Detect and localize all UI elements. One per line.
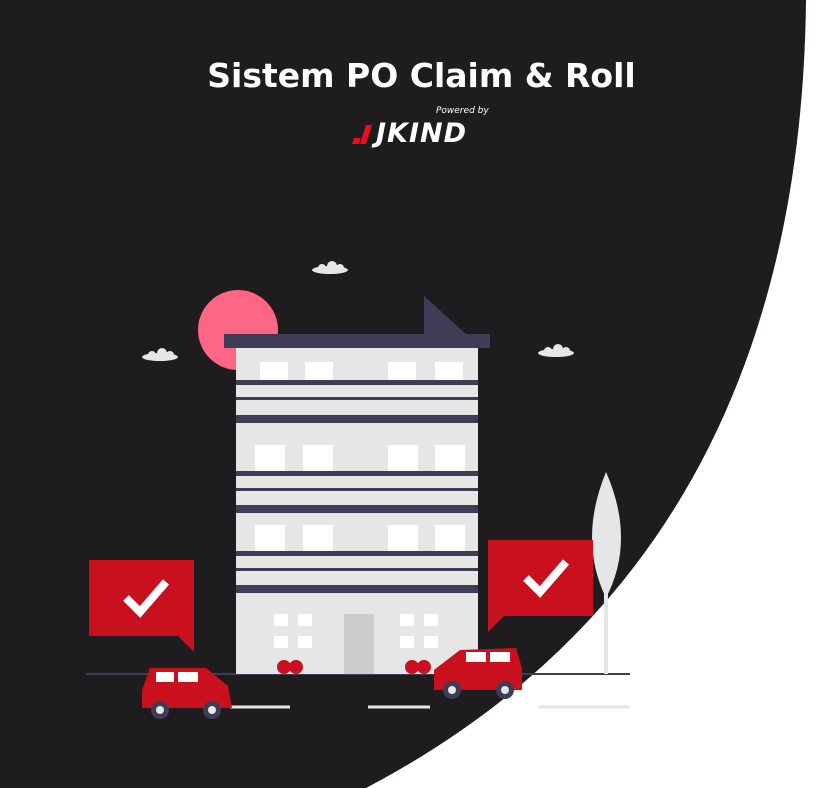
powered-by-label: Powered by (436, 106, 489, 116)
bush-icon (277, 660, 303, 674)
car-right (434, 648, 522, 699)
building-door (344, 614, 374, 674)
jkind-logo-icon (352, 124, 372, 144)
brand-logo: JKIND (352, 118, 467, 149)
check-icon (123, 579, 170, 618)
bush-icon (405, 660, 431, 674)
cloud-icon (312, 261, 348, 274)
page-title: Sistem PO Claim & Roll (207, 56, 636, 95)
check-bubble-left (89, 560, 194, 652)
cloud-icon (538, 344, 574, 357)
check-icon (523, 559, 570, 598)
cloud-icon (142, 348, 178, 361)
brand-name: JKIND (376, 118, 468, 149)
tree-icon (592, 472, 621, 674)
car-left (142, 668, 232, 719)
check-bubble-right (488, 540, 593, 632)
building (224, 296, 490, 674)
